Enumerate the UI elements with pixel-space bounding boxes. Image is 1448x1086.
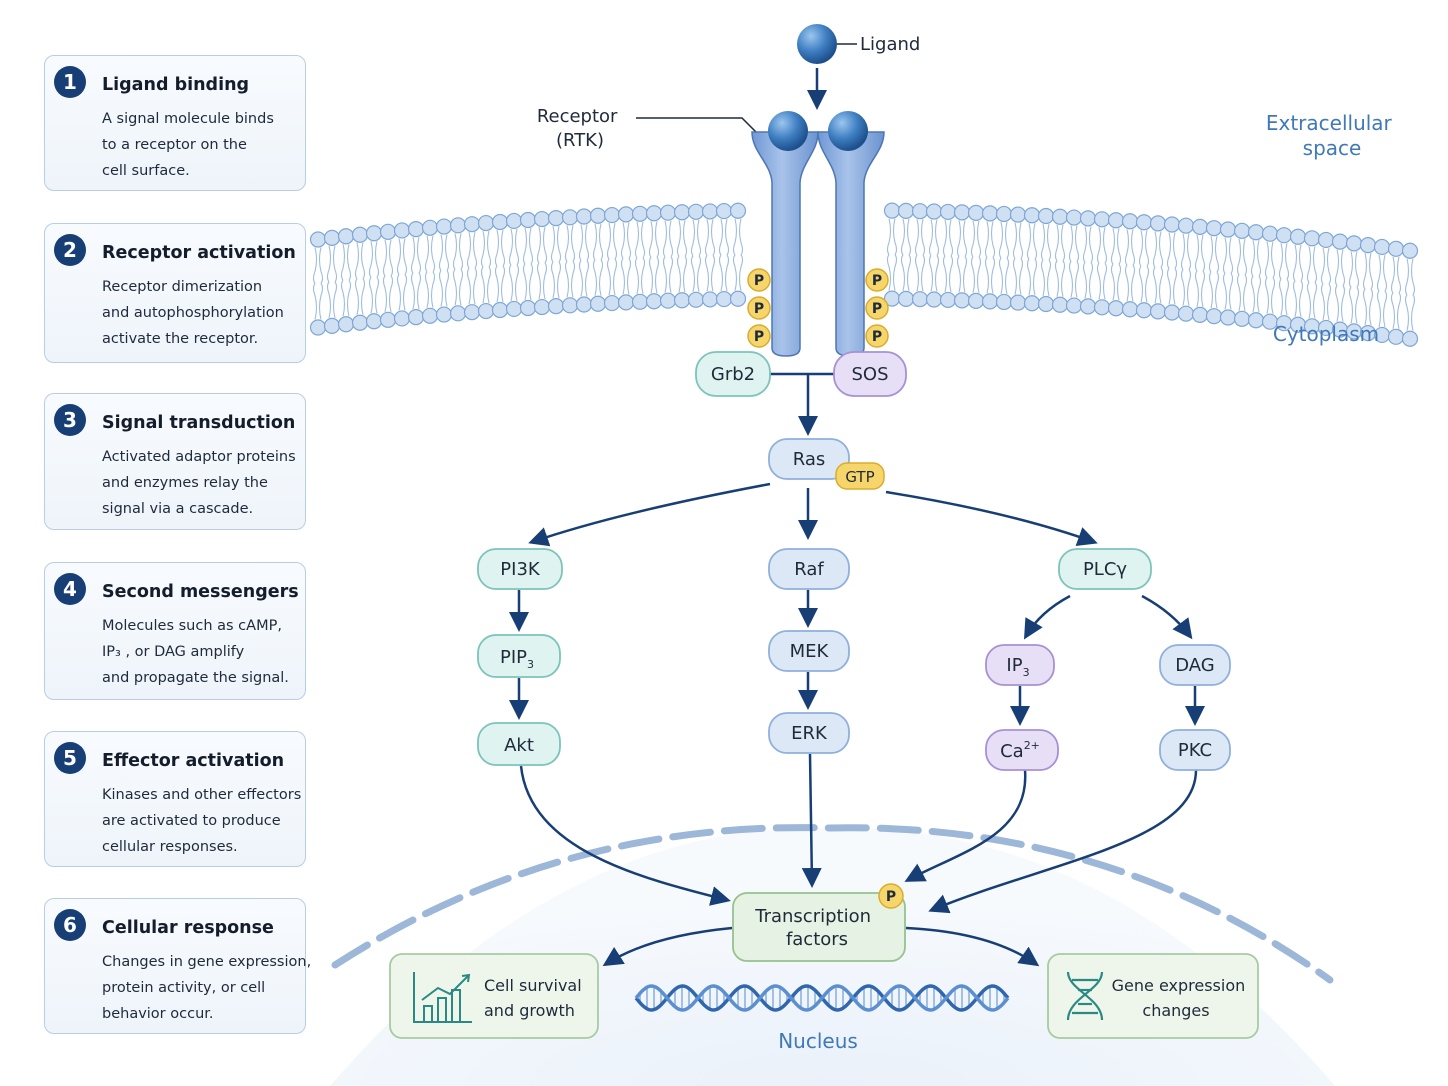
cytoplasm-label: Cytoplasm: [1273, 322, 1379, 346]
step-card-3: 3 Signal transduction Activated adaptor …: [44, 393, 306, 530]
step-title: Cellular response: [102, 918, 274, 938]
node-ip3: IP3: [985, 644, 1055, 686]
svg-text:P: P: [754, 329, 764, 345]
svg-text:Transcription factors: Transcription factors: [754, 906, 877, 950]
svg-text:Grb2: Grb2: [711, 364, 755, 385]
svg-text:DAG: DAG: [1175, 655, 1215, 676]
step-number-badge: 5: [54, 742, 86, 774]
step-number-badge: 4: [54, 573, 86, 605]
svg-text:Raf: Raf: [794, 559, 824, 580]
node-erk: ERK: [768, 712, 850, 754]
svg-text:Ras: Ras: [793, 449, 826, 470]
step-title: Receptor activation: [102, 243, 296, 263]
receptor-label: Receptor (RTK): [537, 106, 623, 151]
svg-text:PI3K: PI3K: [500, 559, 541, 580]
outcome-cell-survival: Cell survival and growth: [389, 953, 599, 1039]
node-pip3: PIP3: [477, 634, 561, 678]
node-dag: DAG: [1159, 644, 1231, 686]
step-title: Signal transduction: [102, 413, 296, 433]
ligand-label: Ligand: [860, 34, 920, 55]
step-number-badge: 3: [54, 404, 86, 436]
svg-text:P: P: [872, 329, 882, 345]
svg-text:GTP: GTP: [845, 468, 874, 486]
step-description: Changes in gene expression,protein activ…: [102, 954, 312, 1022]
ligand-molecule: [797, 24, 837, 64]
svg-text:ERK: ERK: [791, 723, 828, 744]
node-sos: SOS: [833, 351, 907, 397]
node-transcription-factors: Transcription factors P: [732, 883, 906, 962]
step-number-badge: 6: [54, 909, 86, 941]
node-plcg: PLCγ: [1058, 548, 1152, 590]
step-card-2: 2 Receptor activation Receptor dimerizat…: [44, 223, 306, 363]
gtp-badge: GTP: [835, 462, 885, 490]
svg-text:IP3: IP3: [1006, 655, 1029, 679]
svg-text:P: P: [872, 301, 882, 317]
node-grb2: Grb2: [695, 351, 771, 397]
node-pi3k: PI3K: [477, 548, 563, 590]
svg-text:P: P: [754, 273, 764, 289]
dna-icon: [1066, 971, 1104, 1021]
node-mek: MEK: [768, 630, 850, 672]
cell-membrane: [309, 202, 1419, 347]
nuclear-envelope: [331, 824, 1334, 984]
svg-text:PIP3: PIP3: [500, 647, 534, 671]
svg-text:Cell survival and growth: Cell survival and growth: [484, 976, 587, 1020]
step-title: Second messengers: [102, 582, 299, 602]
svg-text:PLCγ: PLCγ: [1083, 559, 1127, 580]
outcome-gene-expression: Gene expression changes: [1047, 953, 1259, 1039]
step-title: Effector activation: [102, 751, 285, 771]
svg-text:P: P: [872, 273, 882, 289]
node-pkc: PKC: [1159, 729, 1231, 771]
svg-text:Ca2+: Ca2+: [1000, 739, 1040, 762]
node-akt: Akt: [477, 722, 561, 766]
receptor-phospho-groups: P P P P P P: [747, 268, 889, 348]
nucleus-label: Nucleus: [778, 1029, 858, 1053]
svg-text:P: P: [886, 889, 896, 905]
pathway-arrows: [509, 372, 1205, 967]
extracellular-label: Extracellular space: [1266, 111, 1398, 160]
receptor-dimer: [751, 111, 885, 357]
svg-text:Gene expression changes: Gene expression changes: [1112, 976, 1251, 1020]
dna-helix: [634, 984, 1010, 1012]
svg-text:PKC: PKC: [1178, 740, 1212, 761]
step-number-badge: 2: [54, 234, 86, 266]
step-number-badge: 1: [54, 66, 86, 98]
node-calcium: Ca2+: [985, 729, 1059, 771]
step-card-1: 1 Ligand binding A signal molecule binds…: [44, 55, 306, 191]
growth-chart-icon: [413, 972, 472, 1023]
step-title: Ligand binding: [102, 75, 250, 95]
svg-text:MEK: MEK: [790, 641, 830, 662]
svg-text:Akt: Akt: [504, 735, 534, 756]
node-raf: Raf: [768, 548, 850, 590]
step-card-5: 5 Effector activation Kinases and other …: [44, 731, 306, 867]
node-ras: Ras: [768, 438, 850, 480]
svg-text:SOS: SOS: [851, 364, 888, 385]
step-card-4: 4 Second messengers Molecules such as cA…: [44, 562, 306, 700]
svg-text:P: P: [754, 301, 764, 317]
step-description: Molecules such as cAMP,IP₃ , or DAG ampl…: [102, 618, 289, 686]
step-card-6: 6 Cellular response Changes in gene expr…: [44, 898, 312, 1034]
